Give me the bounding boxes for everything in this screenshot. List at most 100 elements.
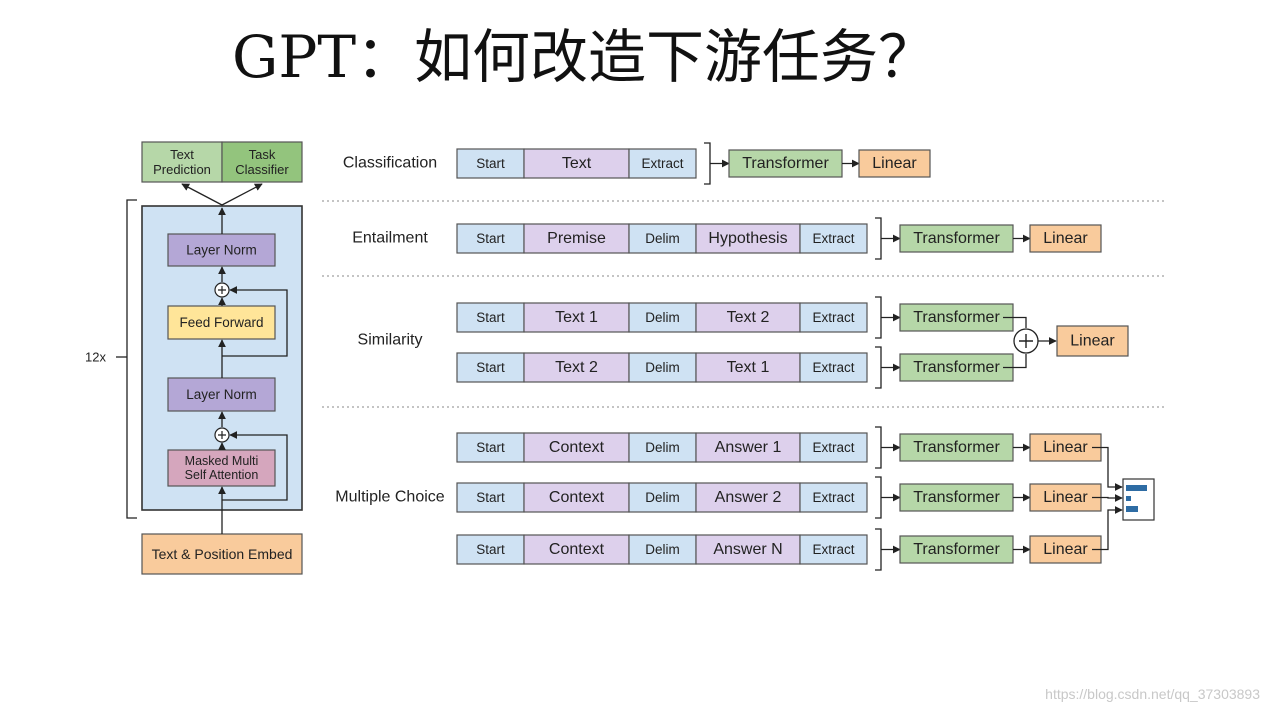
token-start-label: Start xyxy=(476,542,505,557)
token-text-2-rect xyxy=(523,352,630,383)
block-layer-norm-bottom-rect xyxy=(167,377,276,412)
token-extract-label: Extract xyxy=(812,440,854,455)
linear-box-label: Linear xyxy=(872,155,917,172)
token-delim-label: Delim xyxy=(645,360,680,375)
token-context-rect xyxy=(523,482,630,513)
block-layer-norm-bottom: Layer Norm xyxy=(167,377,276,412)
combine-plus-sign xyxy=(1019,334,1033,348)
token-hypothesis-rect xyxy=(695,223,801,254)
flow-to-text-prediction xyxy=(181,183,223,206)
token-delim-rect xyxy=(628,352,697,383)
mc-to-output xyxy=(1092,506,1123,551)
token-start-rect xyxy=(456,534,525,565)
token-context-label: Context xyxy=(549,489,605,506)
transformer-box-label: Transformer xyxy=(913,359,1000,376)
token-answer-2-label: Answer 2 xyxy=(715,489,782,506)
token-delim-rect xyxy=(628,223,697,254)
token-premise-rect xyxy=(523,223,630,254)
token-context: Context xyxy=(523,534,630,565)
block-layer-norm-bottom-label: Layer Norm xyxy=(186,387,257,402)
token-start-label: Start xyxy=(476,490,505,505)
token-answer-1-rect xyxy=(695,432,801,463)
token-answer-n-label: Answer N xyxy=(713,541,782,558)
block-text-position-embed: Text & Position Embed xyxy=(141,533,303,575)
sequence-bracket xyxy=(704,142,711,185)
task-label-similarity: Similarity xyxy=(358,332,423,349)
token-start: Start xyxy=(456,302,525,333)
token-delim-label: Delim xyxy=(645,542,680,557)
token-context: Context xyxy=(523,432,630,463)
residual-attn xyxy=(222,431,288,501)
token-delim-label: Delim xyxy=(645,231,680,246)
sequence-row: Start Context Delim Answer N Extract Transfor… xyxy=(456,528,1102,571)
sequence-bracket xyxy=(875,426,882,469)
token-answer-n: Answer N xyxy=(695,534,801,565)
linear-box-label: Linear xyxy=(1043,489,1088,506)
softmax-bar xyxy=(1126,496,1131,501)
token-extract-label: Extract xyxy=(812,310,854,325)
transformer-box-rect xyxy=(899,303,1014,332)
softmax-bar xyxy=(1126,506,1138,512)
sequence-bracket xyxy=(875,476,882,519)
token-start-rect xyxy=(456,352,525,383)
token-extract-label: Extract xyxy=(812,360,854,375)
token-extract-rect xyxy=(799,223,868,254)
token-extract-rect xyxy=(799,302,868,333)
linear-box: Linear xyxy=(1029,483,1102,512)
token-start: Start xyxy=(456,432,525,463)
linear-box-label: Linear xyxy=(1043,439,1088,456)
linear-box-rect xyxy=(1029,224,1102,253)
token-extract: Extract xyxy=(799,302,868,333)
repeat-bracket xyxy=(126,199,137,519)
token-context-label: Context xyxy=(549,439,605,456)
token-extract-rect xyxy=(799,352,868,383)
token-start: Start xyxy=(456,352,525,383)
token-start-label: Start xyxy=(476,360,505,375)
block-feed-forward-rect xyxy=(167,305,276,340)
add-circle-bottom-plus xyxy=(218,431,226,439)
transformer-box: Transformer xyxy=(899,224,1014,253)
flow-to-task-classifier xyxy=(221,183,263,206)
output-task-classifier-label: Classifier xyxy=(235,162,289,177)
sequence-bracket xyxy=(875,217,882,260)
combine-in-top xyxy=(1003,316,1027,328)
transformer-box-label: Transformer xyxy=(742,155,829,172)
linear-box-rect xyxy=(858,149,931,178)
transformer-box: Transformer xyxy=(899,353,1014,382)
page-title: GPT：如何改造下游任务？ xyxy=(232,23,937,91)
task-label-classification: Classification xyxy=(343,155,437,172)
token-text-2-label: Text 2 xyxy=(727,309,770,326)
token-extract: Extract xyxy=(799,534,868,565)
token-delim: Delim xyxy=(628,432,697,463)
mc-to-output xyxy=(1092,446,1123,491)
token-start: Start xyxy=(456,482,525,513)
token-text-1-label: Text 1 xyxy=(555,309,598,326)
token-extract-rect xyxy=(799,482,868,513)
token-premise: Premise xyxy=(523,223,630,254)
token-extract-label: Extract xyxy=(641,156,683,171)
combine-plus xyxy=(1013,328,1039,354)
token-start: Start xyxy=(456,223,525,254)
linear-box-label: Linear xyxy=(1043,541,1088,558)
transformer-box: Transformer xyxy=(899,535,1014,564)
transformer-box-rect xyxy=(899,483,1014,512)
output-text-prediction-rect xyxy=(141,141,223,183)
token-delim: Delim xyxy=(628,223,697,254)
token-extract-label: Extract xyxy=(812,542,854,557)
block-layer-norm-top-label: Layer Norm xyxy=(186,243,257,258)
transformer-box-label: Transformer xyxy=(913,489,1000,506)
token-extract: Extract xyxy=(799,482,868,513)
block-feed-forward: Feed Forward xyxy=(167,305,276,340)
token-start-label: Start xyxy=(476,440,505,455)
token-delim-label: Delim xyxy=(645,310,680,325)
token-extract: Extract xyxy=(799,352,868,383)
